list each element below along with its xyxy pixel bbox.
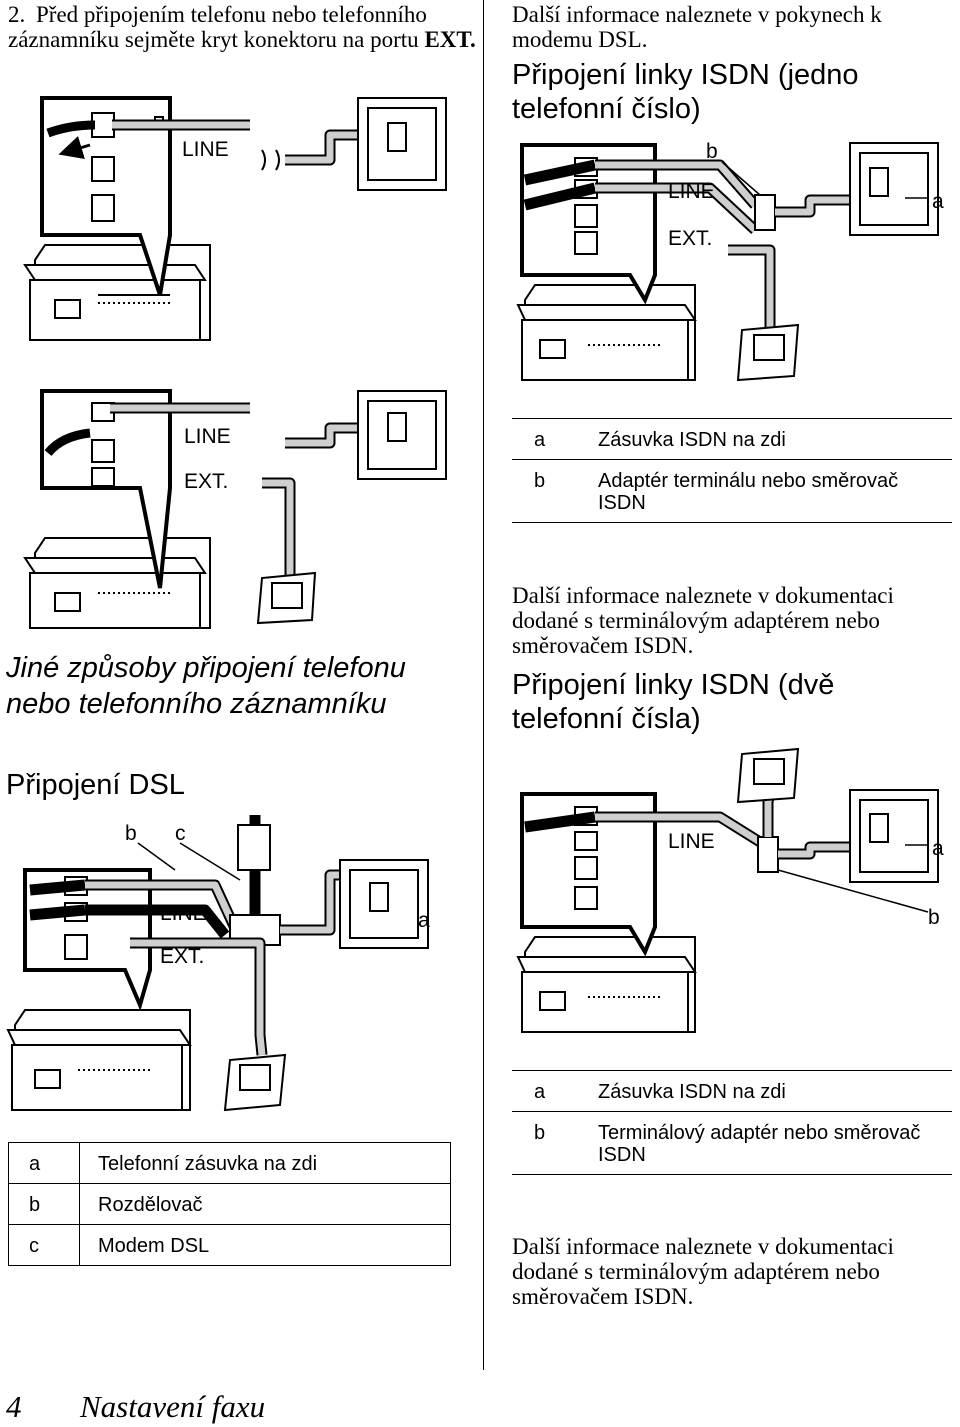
diagram-isdn-two: LINE a b <box>516 747 944 1033</box>
diagram-phone-ext: LINE EXT. <box>23 389 447 629</box>
isdn-two-note: Další informace naleznete v dokumentaci … <box>512 1234 894 1309</box>
label-line: LINE <box>182 138 229 161</box>
label-c: c <box>175 822 186 845</box>
page-number: 4 <box>6 1389 22 1424</box>
dsl-title: Připojení DSL <box>6 769 185 801</box>
label-b-isdn1: b <box>706 140 718 163</box>
footer: 4 Nastavení faxu <box>6 1390 265 1424</box>
dsl-note: Další informace naleznete v pokynech k m… <box>512 2 882 52</box>
printer-illustration <box>23 244 211 341</box>
ext-port-label: EXT. <box>424 27 476 52</box>
label-b: b <box>125 822 137 845</box>
label-ext-isdn1: EXT. <box>668 227 712 250</box>
label-b-isdn2: b <box>928 906 940 929</box>
isdn-two-title: Připojení linky ISDN (dvě telefonní čísl… <box>512 669 835 735</box>
label-ext-2: EXT. <box>184 470 228 493</box>
telephone-illustration <box>256 571 317 625</box>
label-ext-3: EXT. <box>160 945 204 968</box>
step-text: Před připojením telefonu nebo telefonníh… <box>8 2 427 52</box>
label-a-isdn2: a <box>932 837 944 860</box>
isdn-adapter-shape-2 <box>757 836 779 873</box>
label-line-isdn1: LINE <box>668 180 715 203</box>
isdn-one-note: Další informace naleznete v dokumentaci … <box>512 583 894 658</box>
label-a-isdn1: a <box>932 190 944 213</box>
chapter-title: Nastavení faxu <box>80 1389 266 1424</box>
label-line-isdn2: LINE <box>668 830 715 853</box>
isdn-one-title: Připojení linky ISDN (jedno telefonní čí… <box>512 59 859 125</box>
step-number: 2. <box>8 2 26 27</box>
isdn-adapter-shape <box>754 194 776 231</box>
column-divider <box>483 0 484 1370</box>
label-line-2: LINE <box>184 425 231 448</box>
diagram-dsl: b c LINE EXT. a <box>6 815 430 1112</box>
step-2: 2.Před připojením telefonu nebo telefonn… <box>8 2 478 52</box>
diagram-remove-ext-cover: LINE <box>23 96 447 341</box>
label-line-3: LINE <box>160 902 207 925</box>
telephone-illustration-3 <box>223 1053 287 1112</box>
printer-illustration-3 <box>6 1009 192 1111</box>
dsl-modem-shape <box>237 824 271 871</box>
printer-illustration-2 <box>23 537 211 629</box>
label-a: a <box>418 909 430 932</box>
section-other-title: Jiné způsoby připojení telefonu nebo tel… <box>6 652 406 720</box>
diagram-isdn-one: b LINE EXT. a <box>516 140 944 382</box>
